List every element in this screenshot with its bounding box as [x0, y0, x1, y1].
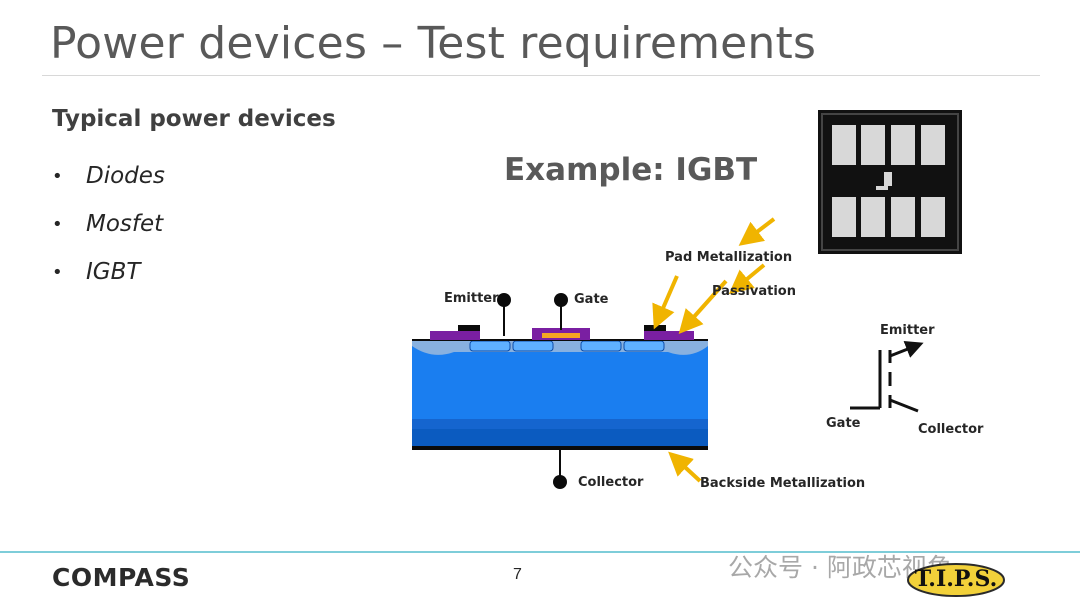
gate-label: Gate	[574, 292, 609, 307]
footer-divider	[0, 551, 1080, 553]
title-divider	[42, 75, 1040, 76]
slide-title: Power devices – Test requirements	[50, 18, 817, 69]
device-list: • Diodes • Mosfet • IGBT	[52, 152, 165, 296]
backside-metallization-label: Backside Metallization	[700, 476, 866, 491]
igbt-symbol	[850, 341, 924, 413]
symbol-emitter-label: Emitter	[880, 323, 935, 338]
example-title: Example: IGBT	[504, 152, 758, 188]
device-label-igbt: IGBT	[86, 259, 141, 285]
list-item: • IGBT	[52, 248, 165, 296]
emitter-label: Emitter	[444, 291, 499, 306]
bullet-icon: •	[52, 261, 63, 283]
device-label-diodes: Diodes	[86, 163, 165, 189]
compass-logo: COMPASS	[52, 563, 191, 592]
symbol-collector-label: Collector	[918, 422, 984, 437]
collector-label: Collector	[578, 475, 644, 490]
igbt-cross-section	[412, 293, 708, 489]
tips-logo: T.I.P.S.	[907, 563, 1005, 597]
page-number: 7	[513, 566, 522, 583]
symbol-gate-label: Gate	[826, 416, 861, 431]
section-heading: Typical power devices	[52, 106, 336, 132]
annotation-arrows	[652, 217, 776, 483]
bullet-icon: •	[52, 165, 63, 187]
device-label-mosfet: Mosfet	[86, 211, 164, 237]
die-photo	[818, 110, 962, 254]
list-item: • Mosfet	[52, 200, 165, 248]
list-item: • Diodes	[52, 152, 165, 200]
bullet-icon: •	[52, 213, 63, 235]
tips-logo-text: T.I.P.S.	[915, 566, 997, 592]
pad-metallization-label: Pad Metallization	[665, 250, 793, 265]
passivation-label: Passivation	[712, 284, 796, 299]
